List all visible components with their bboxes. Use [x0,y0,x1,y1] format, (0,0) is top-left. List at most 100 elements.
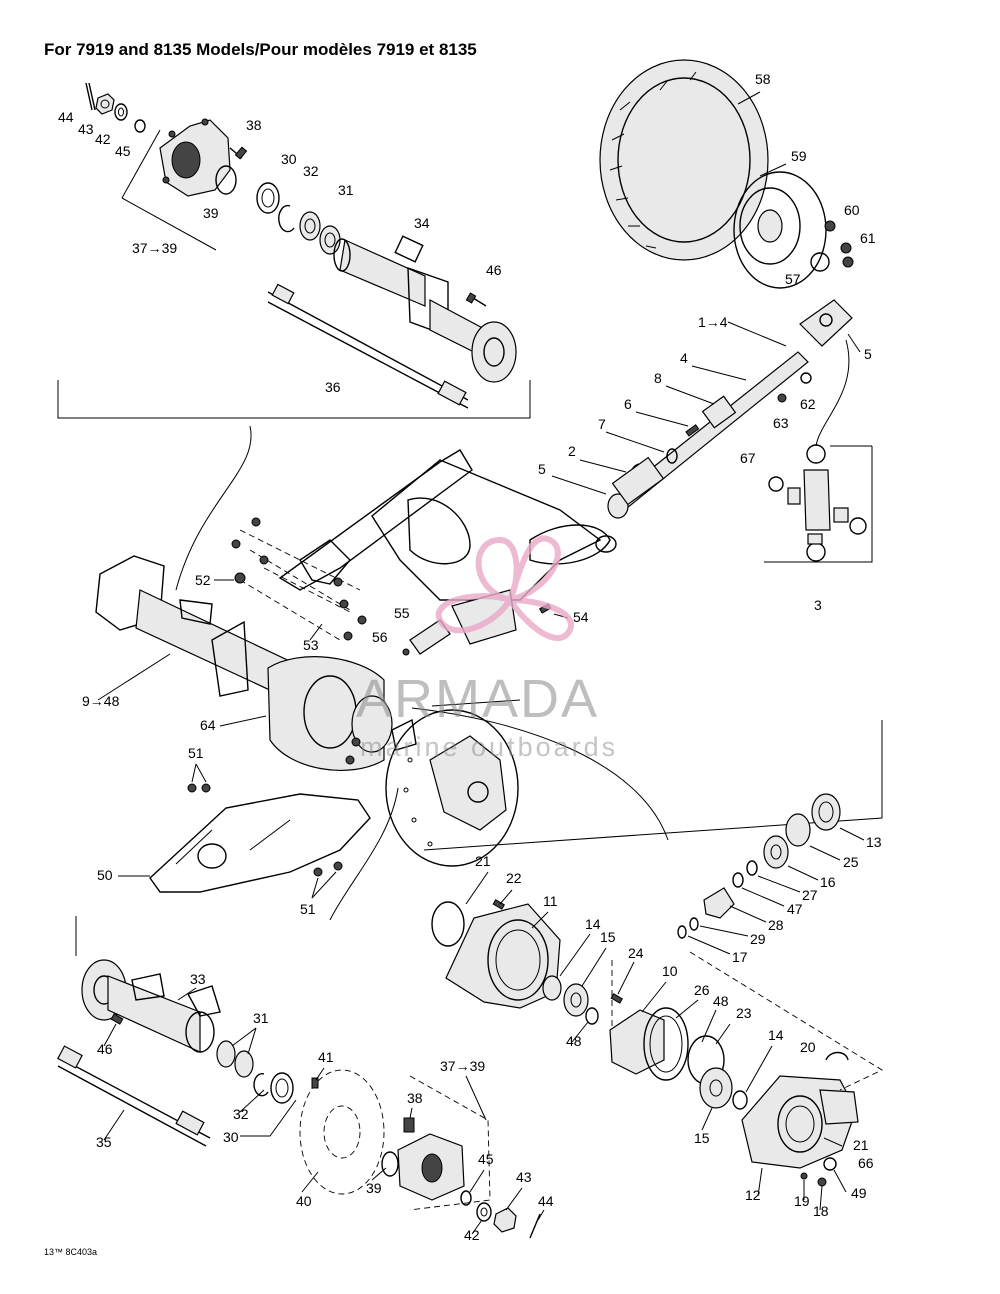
callout-c12: 12 [745,1187,761,1203]
callout-c14b: 14 [768,1027,784,1043]
differential-assembly [423,720,883,1211]
callout-c25: 25 [843,854,859,870]
callout-c16: 16 [820,874,836,890]
callout-c32b: 32 [233,1106,249,1122]
callout-labels: 4443424538303239313437→39463658596061571… [58,71,882,1243]
tire-58 [599,59,769,261]
cap-57 [810,252,830,272]
watermark-flower-logo [435,535,575,641]
callout-c50: 50 [97,867,113,883]
callout-c3: 3 [814,597,822,613]
callout-c7: 7 [598,416,606,432]
seal-14b [732,1090,748,1110]
callout-c46b: 46 [97,1041,113,1057]
bolt-46-bottom [110,1013,124,1025]
pinion-28 [703,887,735,919]
callout-c40: 40 [296,1193,312,1209]
circlip-32-bottom [253,1072,269,1097]
bolt-46-top [465,292,487,307]
bearing-15a [563,983,589,1017]
callout-c57: 57 [785,271,801,287]
callout-c22: 22 [506,870,522,886]
washer-45-top [134,119,146,133]
callout-c4: 4 [680,350,688,366]
callout-c53: 53 [303,637,319,653]
boot-55 [409,619,451,655]
washer-62 [800,372,812,384]
lower-axle-assembly [57,916,297,1147]
circlip-32-top [278,204,295,233]
bolt-52 [234,572,246,584]
screw-19 [800,1172,808,1180]
callout-c41: 41 [318,1049,334,1065]
callout-c27: 27 [802,887,818,903]
callout-c42b: 42 [464,1227,480,1243]
nut-60 [824,220,836,232]
callout-c46a: 46 [486,262,502,278]
callout-c30a: 30 [281,151,297,167]
callout-c66: 66 [858,1155,874,1171]
callout-c38b: 38 [407,1090,423,1106]
callout-c44b: 44 [538,1193,554,1209]
bearing-15b [699,1067,733,1109]
clamp-56 [402,648,410,656]
callout-c47: 47 [787,901,803,917]
washer-45-bottom [460,1190,472,1206]
bearing-31a-bottom [216,1040,236,1068]
callout-c51a: 51 [188,745,204,761]
seal-30-bottom [270,1072,294,1104]
callout-c11: 11 [543,893,558,909]
castle-nut-43-bottom [493,1207,517,1233]
callout-c62: 62 [800,396,816,412]
callout-c17: 17 [732,949,748,965]
ring-47 [732,872,744,888]
callout-c38a: 38 [246,117,262,133]
callout-c10: 10 [662,963,678,979]
shim-48a [585,1007,599,1025]
bearing-31b-top [319,225,341,255]
callout-c56: 56 [372,629,388,645]
upper-axle-assembly [57,82,531,419]
callout-c49: 49 [851,1185,867,1201]
callout-c31a: 31 [338,182,354,198]
callout-c45a: 45 [115,143,131,159]
o-ring-21-top [431,901,465,947]
callout-c1to4: 1→4 [698,314,728,330]
bolt-22 [492,899,506,910]
callout-c37b: 37→39 [440,1058,485,1074]
bearing-31a-top [299,211,321,241]
callout-c64: 64 [200,717,216,733]
callout-c24: 24 [628,945,644,961]
callout-c33: 33 [190,971,206,987]
bolt-38-bottom [403,1117,415,1133]
housing-11 [445,903,561,1009]
callout-c30b: 30 [223,1129,239,1145]
lower-hub-assembly [299,1067,545,1239]
callout-c15b: 15 [694,1130,710,1146]
u-joint-5-top [799,299,853,347]
boot-2-body [611,456,665,506]
plug-49 [823,1157,837,1171]
main-axle-housing [95,425,669,841]
axle-tube-34-top [333,235,517,383]
bearing-31b-bottom [234,1050,254,1078]
callout-c48a: 48 [713,993,729,1009]
wheel-hub-39-top [159,118,237,197]
callout-c39a: 39 [203,205,219,221]
callout-c18: 18 [813,1203,829,1219]
clip-7 [666,448,678,464]
watermark-brand: ARMADA [356,669,600,729]
callout-c37a: 37→39 [132,240,177,256]
callout-c21b: 21 [853,1137,869,1153]
callout-c20: 20 [800,1039,816,1055]
callout-c28: 28 [768,917,784,933]
callout-c19: 19 [794,1193,810,1209]
callout-c39b: 39 [366,1180,382,1196]
seal-14a [542,975,562,1001]
callout-c44a: 44 [58,109,74,125]
callout-c26: 26 [694,982,710,998]
callout-c48b: 48 [566,1033,582,1049]
callout-c13: 13 [866,834,882,850]
cotter-pin-44-bottom [529,1213,541,1239]
